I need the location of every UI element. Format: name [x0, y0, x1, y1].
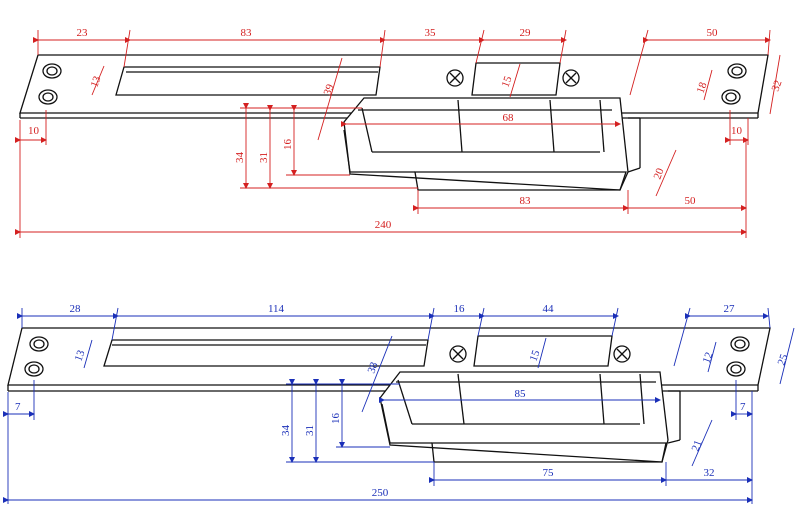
top-dim-body-depth: 20	[652, 166, 667, 181]
top-dim-body-width: 68	[503, 112, 515, 124]
bottom-dim-hole-inset-right: 7	[740, 401, 746, 413]
bottom-dim-center-slot-height: 15	[528, 348, 543, 363]
bottom-dim-center-slot: 44	[543, 303, 555, 315]
bottom-dim-right-end: 27	[724, 303, 736, 315]
bottom-dim-bottom-right: 32	[704, 467, 715, 479]
top-dim-hole-spacing-right: 18	[695, 80, 710, 95]
bottom-dim-center-gap: 16	[454, 303, 466, 315]
top-dim-center-slot-height: 15	[500, 74, 515, 89]
top-hole-right-lower	[721, 89, 741, 105]
top-dimension-labels: 23 83 35 29 50 13 15 39 68 18 32 10 10 3…	[28, 27, 785, 231]
bottom-dim-body-width: 85	[515, 388, 527, 400]
bottom-dim-plate-height: 25	[776, 352, 791, 367]
top-dim-left-end: 23	[77, 27, 89, 39]
bottom-dim-slot-height: 13	[73, 348, 88, 363]
bottom-dim-hole-spacing-right: 12	[701, 351, 716, 365]
bottom-dimension-lines	[3, 307, 795, 504]
bottom-dim-body-depth: 21	[690, 439, 705, 453]
bottom-plate-geometry	[7, 327, 771, 463]
top-hole-left-lower	[38, 89, 58, 105]
bottom-strike-body	[379, 371, 669, 463]
top-dim-plate-height: 32	[770, 79, 785, 93]
top-dim-slot-height: 13	[89, 74, 104, 89]
bottom-hole-right-lower	[726, 361, 746, 377]
bottom-dim-depth-34: 34	[280, 425, 292, 437]
top-strike-body	[343, 97, 629, 191]
top-dim-depth-31: 31	[258, 152, 270, 163]
top-dim-center-slot: 29	[520, 27, 532, 39]
top-dimension-lines	[15, 29, 781, 238]
top-dim-depth-34: 34	[234, 152, 246, 164]
bottom-dim-depth-31: 31	[304, 425, 316, 436]
bottom-hole-right-upper	[730, 336, 750, 352]
top-strike-plate-drawing: 23 83 35 29 50 13 15 39 68 18 32 10 10 3…	[15, 27, 785, 238]
bottom-screw-right	[613, 345, 631, 363]
top-hole-left-upper	[42, 63, 62, 79]
bottom-hole-left-upper	[29, 336, 49, 352]
top-dim-overall: 240	[375, 219, 392, 231]
top-center-slot	[471, 62, 561, 96]
bottom-dim-slot: 114	[268, 303, 285, 315]
bottom-dim-hole-inset-left: 7	[15, 401, 21, 413]
top-dim-right-end: 50	[707, 27, 719, 39]
top-screw-left	[446, 69, 464, 87]
top-dim-slot: 83	[241, 27, 253, 39]
bottom-dim-body-height: 38	[366, 360, 381, 375]
top-long-slot	[115, 66, 381, 96]
top-screw-right	[562, 69, 580, 87]
bottom-long-slot	[103, 339, 429, 367]
top-dim-hole-inset-left: 10	[28, 125, 40, 137]
top-dim-bottom-right: 50	[685, 195, 697, 207]
bottom-center-slot	[473, 335, 613, 367]
bottom-hole-left-lower	[24, 361, 44, 377]
top-hole-right-upper	[727, 63, 747, 79]
top-dim-depth-16: 16	[282, 139, 294, 151]
top-dim-body-height: 39	[322, 82, 337, 97]
bottom-dim-overall: 250	[372, 487, 389, 499]
bottom-strike-plate-drawing: 28 114 16 44 27 13 15 38 85 12 25 7 7 34…	[3, 303, 795, 504]
bottom-screw-left	[449, 345, 467, 363]
bottom-dimension-labels: 28 114 16 44 27 13 15 38 85 12 25 7 7 34…	[15, 303, 791, 499]
bottom-dim-bottom-length: 75	[543, 467, 555, 479]
bottom-dim-left-end: 28	[70, 303, 82, 315]
bottom-dim-depth-16: 16	[330, 413, 342, 425]
top-dim-hole-inset-right: 10	[731, 125, 743, 137]
top-dim-center-gap: 35	[425, 27, 437, 39]
top-dim-bottom-length: 83	[520, 195, 532, 207]
